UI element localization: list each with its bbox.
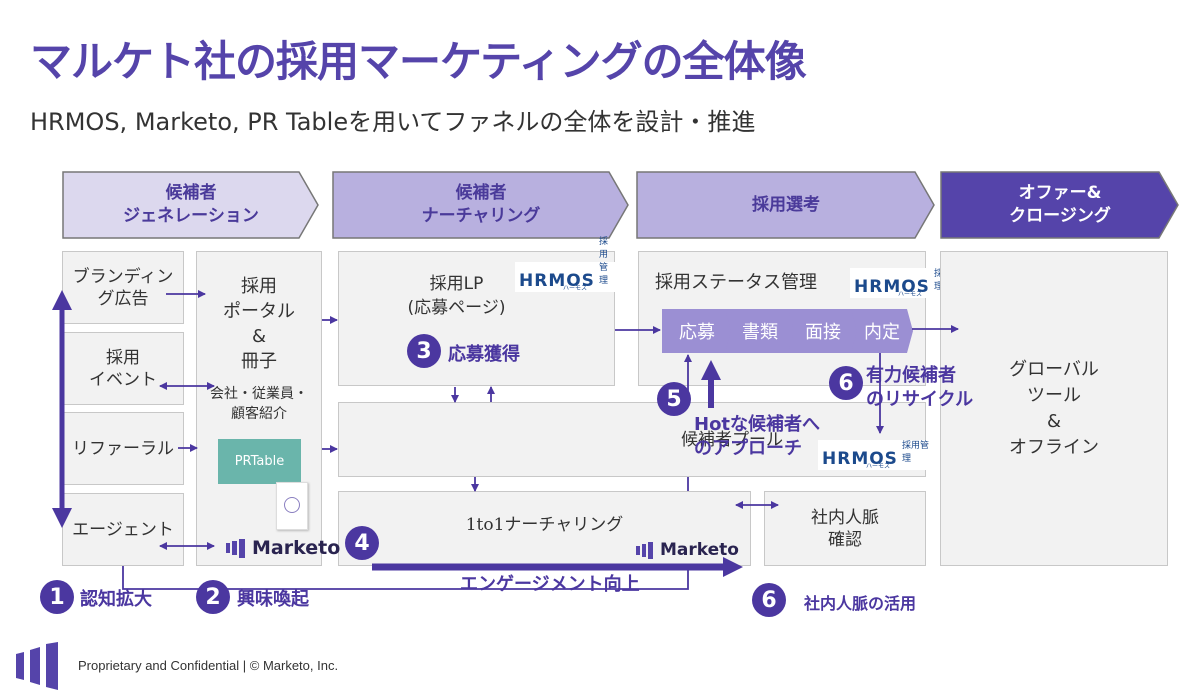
step-3-num: 3 <box>416 338 432 364</box>
portal-line1: 採用 <box>241 276 277 297</box>
page-title: マルケト社の採用マーケティングの全体像 <box>30 37 807 86</box>
step-3-badge: 3 <box>407 334 441 368</box>
step-1-badge: 1 <box>40 580 74 614</box>
step-5-line1: Hotな候補者へ <box>694 414 821 435</box>
phase-selection-label: 採用選考 <box>752 194 820 215</box>
global-line4: オフライン <box>1009 436 1099 458</box>
lp-line1: 採用LP <box>429 274 484 294</box>
referral-intro-line2: 顧客紹介 <box>231 406 287 422</box>
phase-nurturing-line2: ナーチャリング <box>421 206 541 226</box>
stage-interview: 面接 <box>788 309 858 353</box>
step-6b-num: 6 <box>761 587 777 613</box>
marketo-name: Marketo <box>660 540 739 560</box>
footer-text: Proprietary and Confidential | © Marketo… <box>78 658 339 673</box>
nurturing-label: 1to1ナーチャリング <box>465 515 624 535</box>
phase-generation-line2: ジェネレーション <box>123 206 259 226</box>
prtable-label: PRTable <box>234 454 285 469</box>
step-2-label: 興味喚起 <box>237 589 309 610</box>
portal-line2: ポータル <box>223 301 295 322</box>
stage-interview-label: 面接 <box>805 322 841 343</box>
box-global-tools: グローバル ツール & オフライン <box>940 251 1168 566</box>
global-line2: ツール <box>1027 384 1081 406</box>
box-branding-ads: ブランディング広告 <box>62 251 184 324</box>
hrmos-kanji: 採用管理 <box>598 237 608 286</box>
stage-application: 応募 <box>662 309 732 353</box>
box-1to1-nurturing: 1to1ナーチャリング <box>338 491 751 566</box>
internal-line1: 社内人脈 <box>811 507 879 528</box>
step-6a-line2: のリサイクル <box>866 389 974 410</box>
stage-application-label: 応募 <box>679 322 715 343</box>
step-5-badge: 5 <box>657 382 691 416</box>
phase-offer-closing: オファー&クロージング <box>940 171 1180 239</box>
step-6b-badge: 6 <box>752 583 786 617</box>
step-4-num: 4 <box>354 530 370 556</box>
hrmos-name: HRMOS <box>822 449 898 469</box>
box-recruit-event: 採用イベント <box>62 332 184 405</box>
phase-nurturing: 候補者ナーチャリング <box>332 171 630 239</box>
step-6a-line1: 有力候補者 <box>866 365 956 386</box>
box-candidate-pool: 候補者プール <box>338 402 926 477</box>
step-1-num: 1 <box>49 584 65 610</box>
phase-selection: 採用選考 <box>636 171 936 239</box>
step-5-label: Hotな候補者へ のアプローチ <box>694 413 820 461</box>
marketo-name: Marketo <box>252 537 341 559</box>
page-subtitle: HRMOS, Marketo, PR Tableを用いてファネルの全体を設計・推… <box>30 108 756 136</box>
hrmos-kana: ハーモス <box>898 291 923 298</box>
hrmos-kanji: 採用管理 <box>901 441 929 464</box>
pool-label: 候補者プール <box>681 429 783 450</box>
stage-documents: 書類 <box>725 309 795 353</box>
booklet-icon <box>276 482 308 530</box>
hrmos-kana: ハーモス <box>866 463 891 470</box>
step-1-label: 認知拡大 <box>80 589 152 610</box>
marketo-logo-portal: Marketo <box>226 537 340 559</box>
step-6a-label: 有力候補者 のリサイクル <box>866 364 973 412</box>
box-agent: エージェント <box>62 493 184 566</box>
marketo-footer-logo <box>16 642 58 690</box>
stage-offer: 内定 <box>851 309 921 353</box>
portal-line3: & <box>251 326 267 347</box>
step-6b-label: 社内人脈の活用 <box>804 594 917 613</box>
step-5-num: 5 <box>666 386 682 412</box>
step-5-line2: のアプローチ <box>694 438 802 459</box>
connector-agent-bottom <box>122 566 689 590</box>
referral-intro-line1: 会社・従業員・ <box>210 386 308 402</box>
phase-offer-line2: クロージング <box>1009 206 1111 226</box>
step-3-label: 応募獲得 <box>448 344 520 365</box>
global-line3: & <box>1046 410 1062 432</box>
status-title: 採用ステータス管理 <box>655 272 817 293</box>
step-2-badge: 2 <box>196 580 230 614</box>
box-internal-network: 社内人脈確認 <box>764 491 926 566</box>
step-4-badge: 4 <box>345 526 379 560</box>
lp-line2: (応募ページ) <box>407 298 506 318</box>
phase-offer-line1: オファー& <box>1018 183 1102 203</box>
branding-label: ブランディング広告 <box>72 266 174 309</box>
prtable-logo: PRTable <box>218 439 301 484</box>
step-6a-num: 6 <box>838 370 854 396</box>
agent-label: エージェント <box>72 519 174 540</box>
marketo-logo-nurturing: Marketo <box>636 540 739 560</box>
hrmos-name: HRMOS <box>519 271 595 291</box>
phase-nurturing-line1: 候補者 <box>455 183 507 203</box>
global-line1: グローバル <box>1009 358 1099 380</box>
event-line1: 採用 <box>106 347 140 368</box>
portal-line4: 冊子 <box>241 351 277 372</box>
box-referral: リファーラル <box>62 412 184 485</box>
step-2-num: 2 <box>205 584 221 610</box>
hrmos-kana: ハーモス <box>563 285 588 292</box>
step-6a-badge: 6 <box>829 366 863 400</box>
referral-label: リファーラル <box>72 438 174 459</box>
stage-offer-label: 内定 <box>864 322 900 343</box>
internal-line2: 確認 <box>828 529 862 550</box>
phase-generation-line1: 候補者 <box>165 183 217 203</box>
phase-generation: 候補者ジェネレーション <box>62 171 320 239</box>
hrmos-name: HRMOS <box>854 277 930 297</box>
stage-documents-label: 書類 <box>742 322 778 343</box>
step-4-label: エンゲージメント向上 <box>460 574 640 595</box>
event-line2: イベント <box>89 369 157 390</box>
